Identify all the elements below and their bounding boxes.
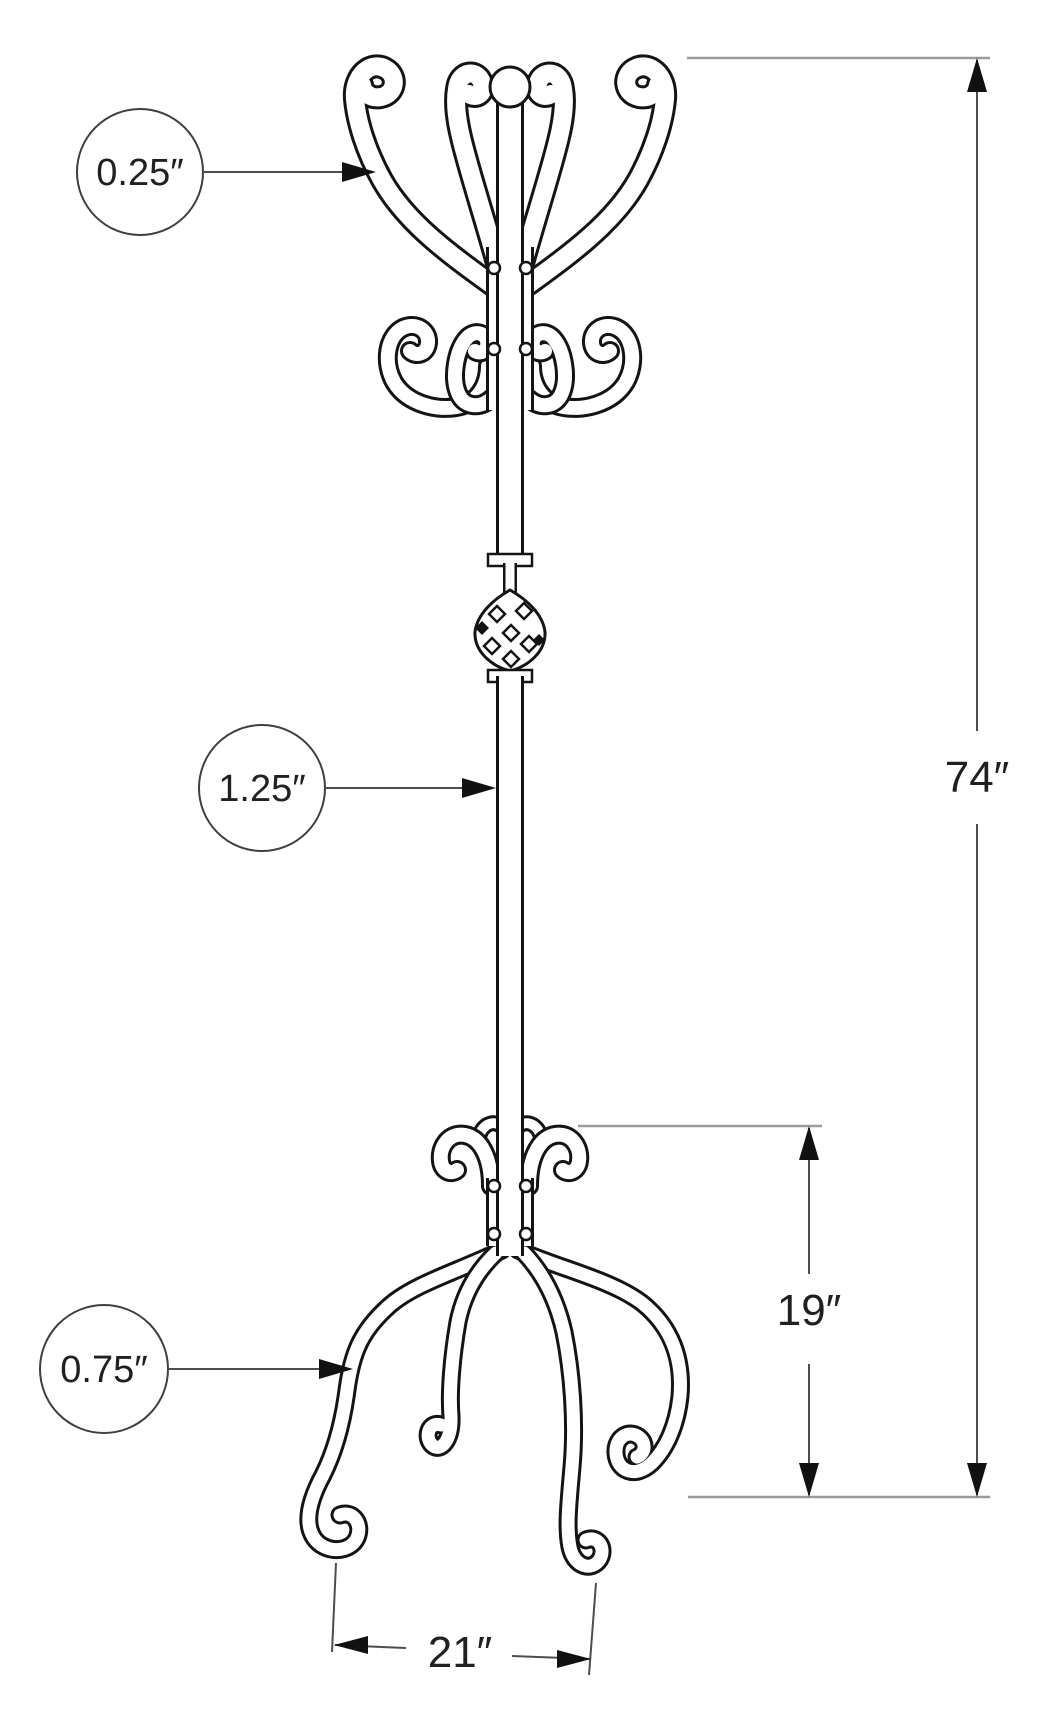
dimension-overall-height: 74″	[687, 56, 1010, 1499]
arrowhead-right-icon	[462, 778, 496, 798]
finial-ball	[488, 65, 532, 109]
pole-diameter-label: 1.25″	[218, 768, 305, 810]
birdcage-lattice	[475, 601, 545, 669]
leg-diameter-label: 0.75″	[60, 1349, 147, 1391]
base-legs	[309, 1250, 681, 1566]
overall-height-label: 74″	[945, 753, 1010, 802]
callout-top-hook-diameter: 0.25″	[76, 108, 376, 236]
lower-rivets	[486, 1178, 534, 1242]
top-hook-diameter-label: 0.25″	[96, 152, 183, 194]
dimension-base-width: 21″	[331, 1562, 597, 1677]
upper-rivets	[486, 260, 534, 357]
dimension-base-height: 19″	[578, 1124, 842, 1497]
arrowhead-right-icon	[557, 1650, 591, 1668]
coat-rack-drawing	[309, 66, 681, 1566]
extension-line-left-foot	[331, 1562, 337, 1653]
twist-ornament	[473, 552, 547, 684]
arrowhead-up-icon	[799, 1126, 819, 1160]
arrowhead-left-icon	[334, 1636, 368, 1654]
arrowhead-right-icon	[342, 162, 376, 182]
extension-line-right-foot	[588, 1582, 597, 1676]
base-width-label: 21″	[428, 1628, 493, 1677]
arrowhead-up-icon	[967, 58, 987, 92]
base-height-label: 19″	[777, 1286, 842, 1335]
arrowhead-down-icon	[967, 1463, 987, 1497]
arrowhead-right-icon	[319, 1359, 353, 1379]
arrowhead-down-icon	[799, 1463, 819, 1497]
callout-pole-diameter: 1.25″	[198, 724, 496, 852]
callout-leg-diameter: 0.75″	[39, 1304, 353, 1434]
